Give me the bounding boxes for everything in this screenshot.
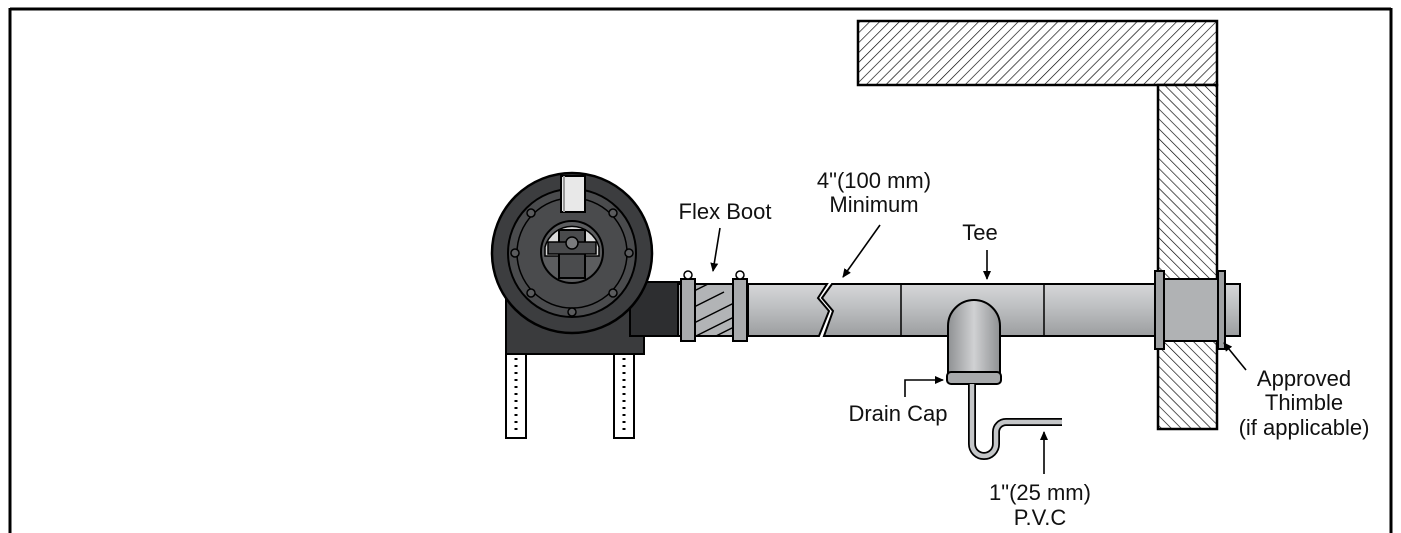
- pipe-size-label: 4"(100 mm): [817, 168, 931, 193]
- figure-border: [8, 7, 1393, 533]
- drain-cap-label: Drain Cap: [848, 401, 947, 426]
- pipe-size-minimum-label: Minimum: [829, 192, 918, 217]
- side-wall: [1156, 83, 1219, 431]
- flex-boot: [677, 270, 751, 342]
- thimble-label-line1: Approved: [1257, 366, 1351, 391]
- mounting-bracket-left: [505, 351, 527, 439]
- pvc-type-label: P.V.C: [1014, 505, 1067, 530]
- mounting-bracket-right: [613, 351, 635, 439]
- tee-label: Tee: [962, 220, 997, 245]
- thimble-label-line3: (if applicable): [1239, 415, 1370, 440]
- pvc-size-label: 1"(25 mm): [989, 480, 1091, 505]
- tee-drain-leg: [946, 299, 1002, 385]
- pvc-drain-tube: [968, 384, 1062, 460]
- ceiling-joist: [856, 19, 1219, 87]
- thimble-label-line2: Thimble: [1265, 390, 1343, 415]
- thimble: [1154, 270, 1226, 350]
- flex-boot-label: Flex Boot: [679, 199, 772, 224]
- draft-inducer-blower: [490, 171, 686, 355]
- leader-lines: [710, 224, 1247, 474]
- vent-pipe-left: [747, 283, 831, 337]
